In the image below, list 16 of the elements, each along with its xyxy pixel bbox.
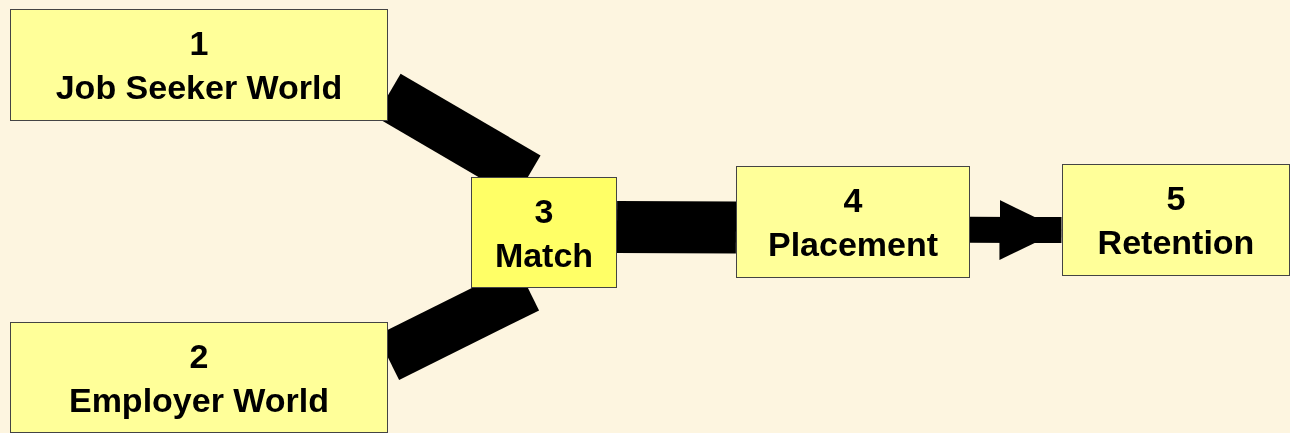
- step-label: Match: [494, 234, 594, 276]
- step-label: Job Seeker World: [55, 67, 343, 108]
- process-box: [10, 322, 388, 433]
- step-number: 4: [843, 180, 863, 221]
- step-label: Employer World: [68, 379, 330, 421]
- step-label: Retention: [1097, 222, 1255, 263]
- step-label: Placement: [767, 224, 939, 265]
- process-box: [1062, 164, 1290, 276]
- connector-band: [616, 200, 737, 254]
- step-number: 2: [189, 335, 209, 377]
- step-number: 5: [1166, 178, 1186, 219]
- process-box: [736, 166, 970, 278]
- process-box: [10, 9, 388, 121]
- process-box: [471, 177, 617, 288]
- step-number: 1: [189, 23, 209, 64]
- step-number: 3: [534, 190, 554, 232]
